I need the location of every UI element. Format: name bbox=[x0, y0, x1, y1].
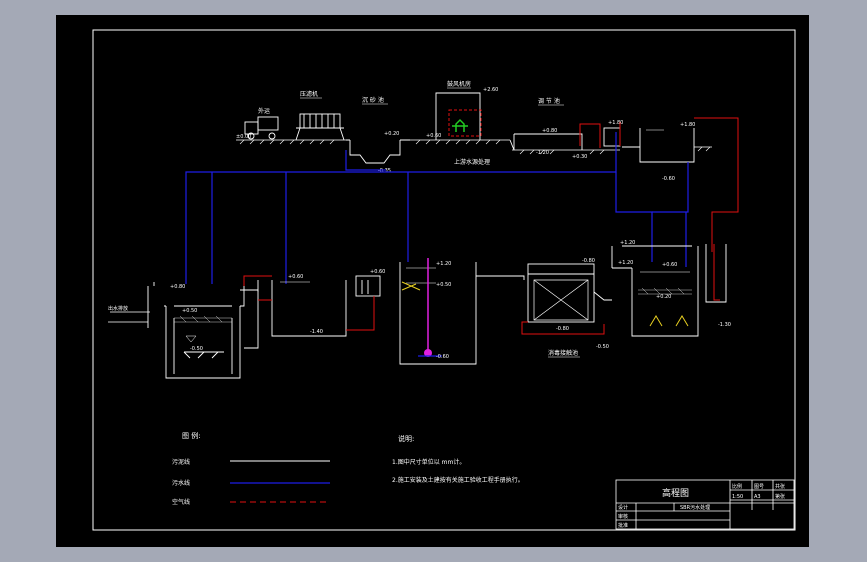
discharge-label: 出水排放 bbox=[108, 305, 128, 312]
drawing-title: 高程图 bbox=[662, 487, 689, 499]
sand-tank-label: 沉 砂 池 bbox=[362, 96, 384, 104]
legend-sewage-label: 污水线 bbox=[172, 479, 190, 487]
elev-e21: +0.50 bbox=[436, 282, 451, 288]
legend-air-label: 空气线 bbox=[172, 498, 190, 506]
regulating-label: 调 节 池 bbox=[538, 97, 560, 105]
elev-e20: +0.60 bbox=[288, 274, 303, 280]
elev-e12: +0.30 bbox=[572, 154, 587, 160]
tb-ratio: 比例 bbox=[732, 483, 742, 490]
tb-sheet-no: 图号 bbox=[754, 484, 764, 490]
elev-e29: +1.20 bbox=[618, 260, 633, 266]
elev-e16: +0.50 bbox=[182, 308, 197, 314]
disinfection-label: 消毒接触池 bbox=[548, 349, 578, 357]
elev-e15: +0.80 bbox=[170, 284, 185, 290]
elev-e10: -0.60 bbox=[662, 176, 675, 182]
contact-tank bbox=[527, 263, 612, 323]
elev-e23: +1.20 bbox=[436, 261, 451, 267]
elev-e1: +0.20 bbox=[384, 131, 399, 137]
tb-design: 设计 bbox=[618, 504, 628, 511]
elev-e11: +0.80 bbox=[542, 128, 557, 134]
elev-e30: +0.20 bbox=[656, 294, 671, 300]
blower-room bbox=[435, 92, 482, 140]
regulating-tank-upper bbox=[509, 133, 583, 151]
grille-tank-lower bbox=[147, 282, 259, 379]
elev-e9: +1.80 bbox=[680, 122, 695, 128]
tb-check: 审核 bbox=[618, 513, 628, 520]
air-lines-lower-right bbox=[521, 244, 720, 335]
regulating-tank-lower bbox=[257, 275, 381, 337]
air-lines-upper bbox=[579, 117, 739, 252]
filter-press-label: 压滤机 bbox=[300, 90, 318, 98]
filter-press-truck bbox=[244, 113, 345, 141]
elev-e28: +0.60 bbox=[662, 262, 677, 268]
elev-e24: -0.60 bbox=[436, 354, 449, 360]
legend-heading: 图 例: bbox=[182, 431, 201, 440]
sbr-reactor bbox=[399, 262, 525, 365]
air-lines-lower-left bbox=[243, 275, 375, 331]
title-block bbox=[615, 479, 795, 530]
elev-e19: -0.50 bbox=[190, 346, 203, 352]
elev-e8: +1.80 bbox=[608, 120, 623, 126]
elev-e27: +1.20 bbox=[620, 240, 635, 246]
tb-total: 共张 bbox=[775, 483, 785, 490]
sand-tank-upper bbox=[346, 139, 410, 164]
tb-scale: 1:50 bbox=[732, 494, 743, 500]
inner-frame bbox=[92, 29, 796, 531]
tb-size: A3 bbox=[754, 494, 761, 500]
elev-e2: +0.60 bbox=[426, 133, 441, 139]
outfall-label: 外运 bbox=[258, 107, 270, 115]
sbr-tank-lower bbox=[611, 244, 727, 337]
elev-ground-left: ±0.00 bbox=[236, 134, 251, 140]
elev-e22: -0.80 bbox=[556, 326, 569, 332]
note-2: 2.施工安装及土建按有关施工验收工程手册执行。 bbox=[392, 476, 524, 484]
sbr-tank-hatch bbox=[638, 287, 692, 295]
note-1: 1.图中尺寸单位以 mm计。 bbox=[392, 458, 465, 466]
elev-e7: +2.60 bbox=[483, 87, 498, 93]
notes-heading: 说明: bbox=[398, 434, 414, 443]
elev-e14: -1.20 bbox=[536, 150, 549, 156]
ground-hatch-upper bbox=[239, 139, 711, 155]
elev-e13: +0.60 bbox=[370, 269, 385, 275]
tb-approve: 批准 bbox=[618, 522, 628, 529]
upstream-label: 上游水源处理 bbox=[454, 158, 490, 166]
elev-e18: -1.40 bbox=[310, 329, 323, 335]
drawing-sheet bbox=[56, 15, 809, 547]
tb-page: 第张 bbox=[775, 493, 785, 500]
elev-e4: -0.35 bbox=[378, 168, 391, 174]
elev-e25: -0.80 bbox=[582, 258, 595, 264]
sbr-tank-upper bbox=[603, 127, 695, 163]
elev-e26: -0.50 bbox=[596, 344, 609, 350]
elev-e31: -1.30 bbox=[718, 322, 731, 328]
legend-sludge-label: 污泥线 bbox=[172, 458, 190, 466]
blower-room-label: 鼓风机房 bbox=[447, 80, 471, 88]
sewage-lines bbox=[185, 132, 689, 284]
grille-tank-hatch bbox=[174, 315, 232, 323]
ground-line-upper bbox=[236, 139, 712, 151]
project-name: SBR污水处理 bbox=[680, 504, 710, 511]
